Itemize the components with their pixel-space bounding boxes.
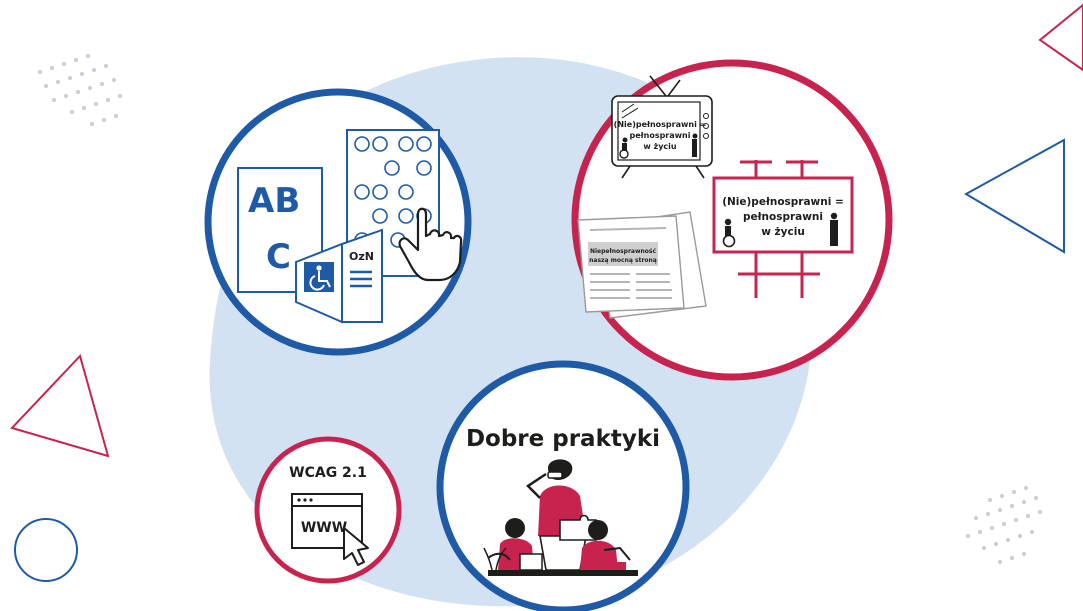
newspaper-icon: Niepełnosprawność naszą mocną stroną xyxy=(577,211,707,319)
triangle-outline-left xyxy=(10,354,110,458)
billboard-text-line1: (Nie)pełnosprawni = xyxy=(722,196,844,208)
triangle-outline-top-right xyxy=(1038,3,1083,72)
billboard-text-line3: w życiu xyxy=(761,226,805,238)
tv-text-line2: pełnosprawni xyxy=(630,131,691,140)
document-icon: AB C xyxy=(237,167,323,293)
braille-card-icon xyxy=(346,129,440,277)
dot-grid-bottom-right xyxy=(966,486,1042,564)
billboard-icon: (Nie)pełnosprawni = pełnosprawni w życiu xyxy=(712,160,854,298)
hand-pointer-icon xyxy=(398,207,463,282)
cursor-icon xyxy=(343,527,369,566)
tv-text-line3: w życiu xyxy=(643,142,677,151)
people-illustration-icon xyxy=(483,459,638,576)
billboard-text-line2: pełnosprawni xyxy=(743,211,823,223)
leaflet-label: OzN xyxy=(349,250,374,263)
wcag-title: WCAG 2.1 xyxy=(289,465,367,481)
tv-text-line1: (Nie)pełnosprawni = xyxy=(614,120,707,129)
newspaper-text-line1: Niepełnosprawność xyxy=(590,248,657,255)
document-text-ab: AB xyxy=(248,181,300,221)
document-text-c: C xyxy=(266,237,291,277)
triangle-outline-right xyxy=(963,138,1065,254)
browser-url-label: WWW xyxy=(301,520,347,536)
dot-grid-top-left xyxy=(38,54,122,126)
wheelchair-icon xyxy=(304,262,334,292)
tv-icon: (Nie)pełnosprawni = pełnosprawni w życiu xyxy=(611,75,713,179)
circle-outline-bottom-left xyxy=(14,518,78,582)
newspaper-text-line2: naszą mocną stroną xyxy=(589,257,657,264)
practices-title: Dobre praktyki xyxy=(466,426,660,452)
